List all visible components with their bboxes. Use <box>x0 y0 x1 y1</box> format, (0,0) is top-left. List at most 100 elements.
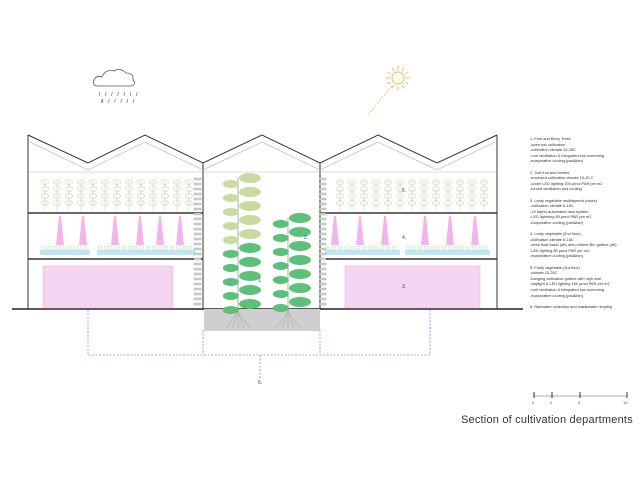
side-rack <box>193 272 202 276</box>
fruity-vegetable-plant <box>456 179 464 211</box>
tree-foliage <box>222 222 239 230</box>
side-rack <box>318 252 327 256</box>
fruity-vegetable-plant <box>161 179 169 211</box>
fruity-vegetable-plant <box>77 179 85 211</box>
fruity-vegetable-plant <box>396 179 404 211</box>
legend-heading: 4. Leafy vegetable (2nd floor) <box>530 231 581 237</box>
tree-foliage <box>239 271 261 281</box>
fruity-vegetable-plant <box>336 179 344 211</box>
legend-line: -deep float basin (dft) and nutrient fil… <box>530 242 617 248</box>
tree-foliage <box>272 234 289 242</box>
side-rack <box>318 302 327 306</box>
fruity-vegetable-plant <box>480 179 488 211</box>
legend-line: -enclosed cultivation climate 15-20 C <box>530 175 594 181</box>
tree-foliage <box>239 187 261 197</box>
side-rack <box>318 212 327 216</box>
side-rack <box>318 292 327 296</box>
legend-line: -roof ventilation & integrated sun scree… <box>530 152 604 158</box>
legend-line: -19 layers automated rack system <box>530 208 589 214</box>
side-rack <box>318 177 327 181</box>
legend-line: -evaporative cooling (pad&fan) <box>530 158 583 164</box>
legend-line: -LED lightning 80 µmol PAR per m2 <box>530 214 592 220</box>
legend-line: -climate 15-25C <box>530 270 558 276</box>
led-light <box>79 216 87 245</box>
side-rack <box>193 242 202 246</box>
fruity-vegetable-plant <box>53 179 61 211</box>
tree-foliage <box>289 241 311 251</box>
zone-label-3: 3. <box>402 284 406 290</box>
rack-system-right <box>344 265 481 309</box>
legend-line: -evaporative cooling (pad&fan) <box>530 219 583 225</box>
cloud-rain-icon <box>93 69 138 104</box>
legend-line: -forced ventilation and cooling <box>530 186 582 192</box>
legend-heading: 1. Fruit and Berry Trees <box>530 136 571 141</box>
side-rack <box>193 267 202 271</box>
fruity-vegetable-plant <box>444 179 452 211</box>
tree-foliage <box>272 304 289 312</box>
side-rack <box>318 262 327 266</box>
tree-foliage <box>272 290 289 298</box>
side-rack <box>318 197 327 201</box>
side-rack <box>193 202 202 206</box>
nft-basin <box>405 250 490 255</box>
legend-group: 4. Leafy vegetable (2nd floor)-cultivati… <box>530 231 640 259</box>
legend-heading: 6. Rainwater collection and wastewater r… <box>530 303 612 309</box>
led-light <box>356 216 364 245</box>
tree-foliage <box>272 248 289 256</box>
tree-foliage <box>222 236 239 244</box>
side-rack <box>318 282 327 286</box>
tree-foliage <box>272 262 289 270</box>
fruity-vegetable-plant <box>113 179 121 211</box>
led-light <box>381 216 389 245</box>
side-rack <box>318 287 327 291</box>
legend-group: 1. Fruit and Berry Trees-open soil culti… <box>530 136 640 164</box>
tree-foliage <box>289 255 311 265</box>
led-light <box>421 216 429 245</box>
tree-foliage <box>289 213 311 223</box>
side-rack <box>193 247 202 251</box>
side-rack <box>318 267 327 271</box>
tree-foliage <box>239 243 261 253</box>
side-rack <box>193 302 202 306</box>
soil-bed <box>204 309 320 331</box>
rainwater-pipes <box>87 310 431 378</box>
legend-line: -roof ventilation & integrated sun scree… <box>530 287 604 293</box>
side-rack <box>193 217 202 221</box>
tree-foliage <box>222 208 239 216</box>
side-rack <box>318 182 327 186</box>
side-rack <box>318 297 327 301</box>
nft-basin <box>40 250 90 255</box>
legend-line: -evaporative cooling (pad&fan) <box>530 292 583 298</box>
side-rack <box>193 187 202 191</box>
side-rack <box>318 227 327 231</box>
fruity-vegetable-plant <box>420 179 428 211</box>
fruity-vegetable-plant <box>65 179 73 211</box>
legend-line: -cultivation climate 6-18C <box>530 203 574 209</box>
zone-label-1: 1. <box>258 278 262 284</box>
tree-foliage <box>239 215 261 225</box>
legend-line: -hanging cultivation gutters with high w… <box>530 275 602 281</box>
fruity-vegetable-plant <box>173 179 181 211</box>
rack-system-left <box>42 265 174 309</box>
led-light <box>471 216 479 245</box>
nft-basin <box>325 250 400 255</box>
side-rack <box>318 202 327 206</box>
tree-foliage <box>239 299 261 309</box>
legend-line: -under LED lighting 200 µmol PAR per m2 <box>530 180 603 186</box>
led-light <box>176 216 184 245</box>
legend-group: 6. Rainwater collection and wastewater r… <box>530 304 640 310</box>
zone-label-5: 5. <box>402 188 406 194</box>
fruity-vegetable-plant <box>41 179 49 211</box>
fruity-vegetable-plant <box>384 179 392 211</box>
legend-line: -cultivation climate 6-18C <box>530 236 574 242</box>
side-rack <box>193 297 202 301</box>
sun-icon <box>367 66 410 116</box>
led-light <box>331 216 339 245</box>
side-rack <box>193 227 202 231</box>
side-rack <box>318 277 327 281</box>
tree-foliage <box>239 229 261 239</box>
side-rack <box>193 262 202 266</box>
tree-foliage <box>289 227 311 237</box>
zone-label-6: 6. <box>258 380 262 386</box>
fruity-vegetable-plant <box>468 179 476 211</box>
